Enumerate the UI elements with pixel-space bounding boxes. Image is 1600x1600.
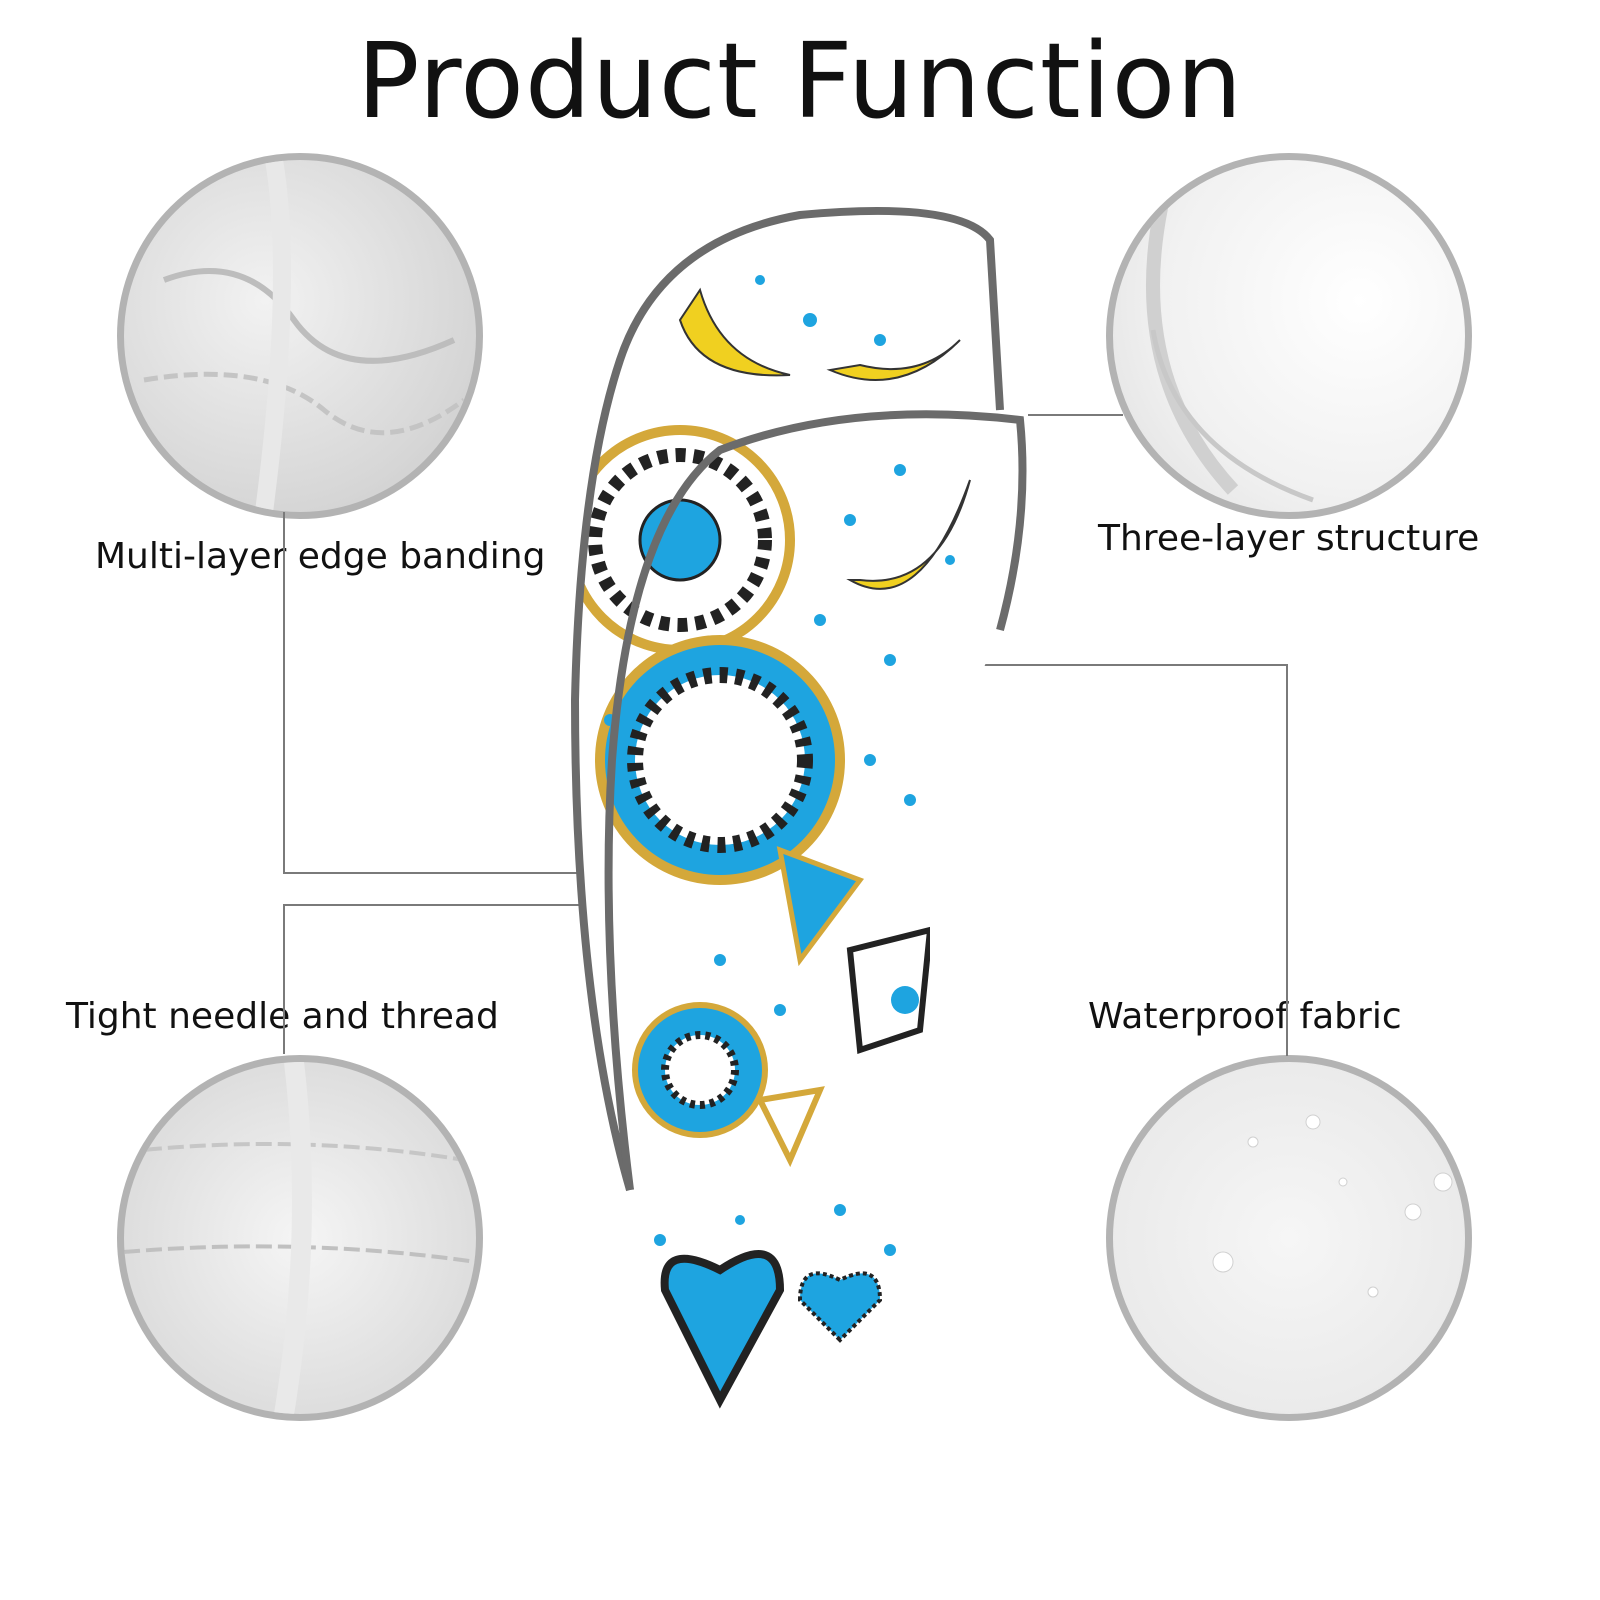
connector-line [283, 872, 593, 874]
fabric-fold-illustration [143, 160, 466, 512]
detail-image-stitching [117, 1055, 483, 1421]
detail-image-waterproof [1106, 1055, 1472, 1421]
connector-line [1286, 664, 1288, 1056]
feature-label-stitching: Tight needle and thread [66, 996, 499, 1037]
connector-line [1028, 414, 1123, 416]
stitch-illustration [124, 1062, 476, 1414]
page-title: Product Function [356, 20, 1244, 142]
connector-line [283, 904, 285, 1054]
feature-label-waterproof: Waterproof fabric [1088, 996, 1402, 1037]
connector-line [975, 664, 1288, 666]
water-droplets-illustration [1212, 1114, 1453, 1298]
detail-image-three-layer [1106, 153, 1472, 519]
connector-line [283, 904, 596, 906]
feature-label-three-layer: Three-layer structure [1098, 518, 1480, 559]
feature-label-edge-banding: Multi-layer edge banding [95, 536, 546, 577]
detail-image-edge-banding [117, 153, 483, 519]
layer-edge-illustration [1146, 160, 1314, 503]
connector-line [283, 512, 285, 874]
